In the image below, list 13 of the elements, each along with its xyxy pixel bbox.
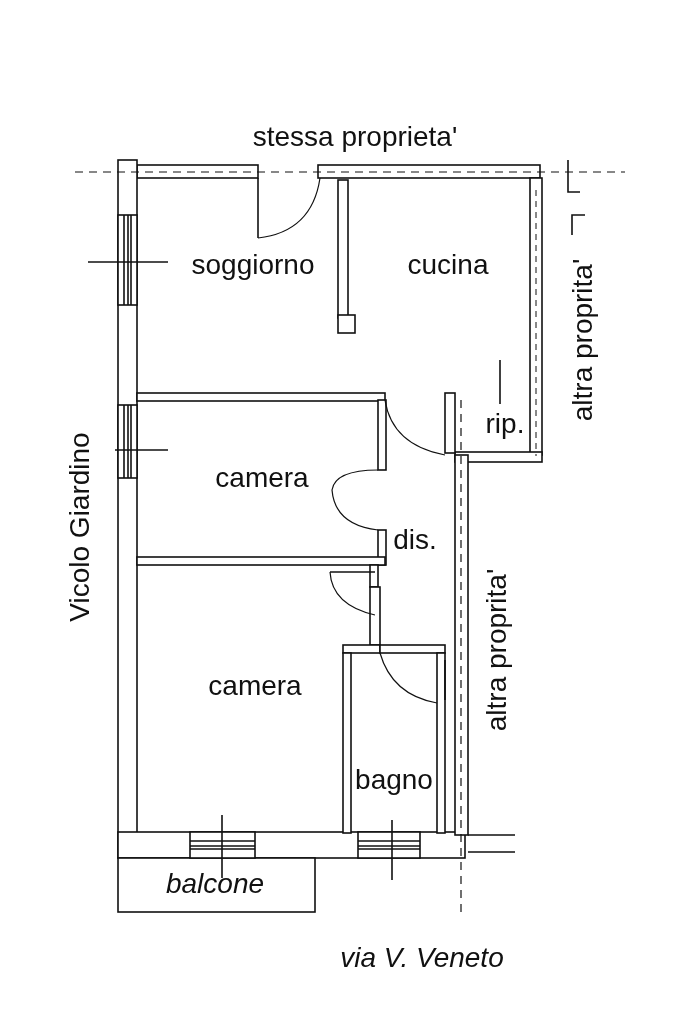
room-name: soggiorno	[191, 251, 315, 279]
room-name: dis.	[393, 526, 437, 554]
boundary-label: Vicolo Giardino	[66, 432, 94, 622]
room-name: bagno	[355, 766, 433, 794]
room-name: cucina	[407, 251, 489, 279]
room-name: camera	[208, 672, 302, 700]
room-name: balcone	[165, 870, 265, 898]
boundary-label: altra proprita'	[569, 258, 597, 422]
street-label: stessa proprieta'	[252, 123, 458, 151]
street-label: via V. Veneto	[340, 944, 504, 972]
room-name: rip.	[485, 410, 525, 438]
room-name: camera	[215, 464, 309, 492]
boundary-label: altra proprita'	[483, 568, 511, 732]
